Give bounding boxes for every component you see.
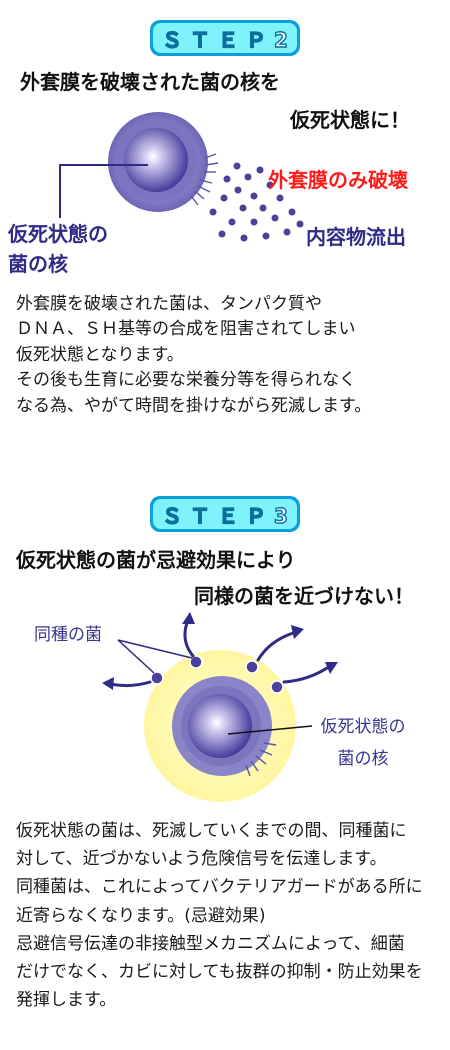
step3-badge: ＳＴＥＰ3: [150, 496, 300, 532]
step3-body: 仮死状態の菌は、死滅していくまでの間、同種菌に 対して、近づかないよう危険信号を…: [16, 817, 440, 1014]
outflow-particles: [208, 161, 305, 243]
step3-body-line: 発揮します。: [16, 990, 117, 1011]
nucleus-leader: [59, 164, 148, 218]
label-nucleus-line2: 菌の核: [337, 749, 389, 769]
step2-heading-line2: 仮死状態に！: [290, 108, 410, 132]
nucleus-core: [124, 128, 188, 192]
step3-body-line: 近寄らなくなります。(忌避効果): [16, 905, 266, 926]
step3-heading-line2: 同様の菌を近づけない！: [194, 584, 414, 608]
step3-diagram: [102, 612, 338, 802]
step2-body: 外套膜を破壊された菌は、タンパク質や ＤＮＡ、ＳＨ基等の合成を阻害されてしまい …: [16, 292, 440, 419]
step3-body-line: だけでなく、カビに対しても抜群の抑制・防止効果を: [16, 962, 423, 983]
step3-body-line: 同種菌は、これによってバクテリアガードがある所に: [16, 877, 423, 898]
same-type-leader: [117, 639, 155, 674]
step2-badge-label: ＳＴＥＰ2: [153, 23, 297, 53]
step3-body-line: 忌避信号伝達の非接触型メカニズムによって、細菌: [16, 933, 405, 954]
same-type-bacteria: [150, 655, 284, 694]
repel-arrows: [108, 618, 332, 688]
step2-body-line: なる為、やがて時間を掛けながら死滅します。: [16, 395, 372, 416]
step2-heading-line1: 外套膜を破壊された菌の核を: [20, 70, 280, 94]
step3-body-line: 仮死状態の菌は、死滅していくまでの間、同種菌に: [16, 821, 407, 841]
step2-body-line: その後も生育に必要な栄養分等を得られなく: [16, 370, 356, 391]
broken-membrane-fringe: [245, 742, 277, 777]
step2-diagram: [59, 112, 305, 243]
label-nucleus-line1: 仮死状態の: [320, 717, 406, 737]
step3-badge-label: ＳＴＥＰ3: [153, 499, 297, 529]
label-same-type: 同種の菌: [34, 625, 102, 645]
step2-body-line: 仮死状態となります。: [16, 344, 184, 365]
step2-badge: ＳＴＥＰ2: [150, 20, 300, 56]
label-nucleus-line1: 仮死状態の: [8, 222, 108, 246]
nucleus-leader: [227, 725, 313, 735]
same-type-leader: [117, 639, 193, 659]
step3-body-line: 対して、近づかないよう危険信号を伝達します。: [16, 849, 387, 870]
label-outflow: 内容物流出: [306, 225, 406, 249]
step2-body-line: 外套膜を破壊された菌は、タンパク質や: [16, 294, 322, 314]
step3-heading-line1: 仮死状態の菌が忌避効果により: [16, 548, 296, 572]
label-nucleus-line2: 菌の核: [8, 252, 68, 276]
label-membrane-only: 外套膜のみ破壊: [268, 168, 408, 192]
nucleus-core: [188, 694, 252, 758]
broken-membrane-fringe: [190, 153, 219, 206]
step2-body-line: ＤＮＡ、ＳＨ基等の合成を阻害されてしまい: [16, 319, 356, 340]
repel-arrowheads: [102, 612, 338, 690]
